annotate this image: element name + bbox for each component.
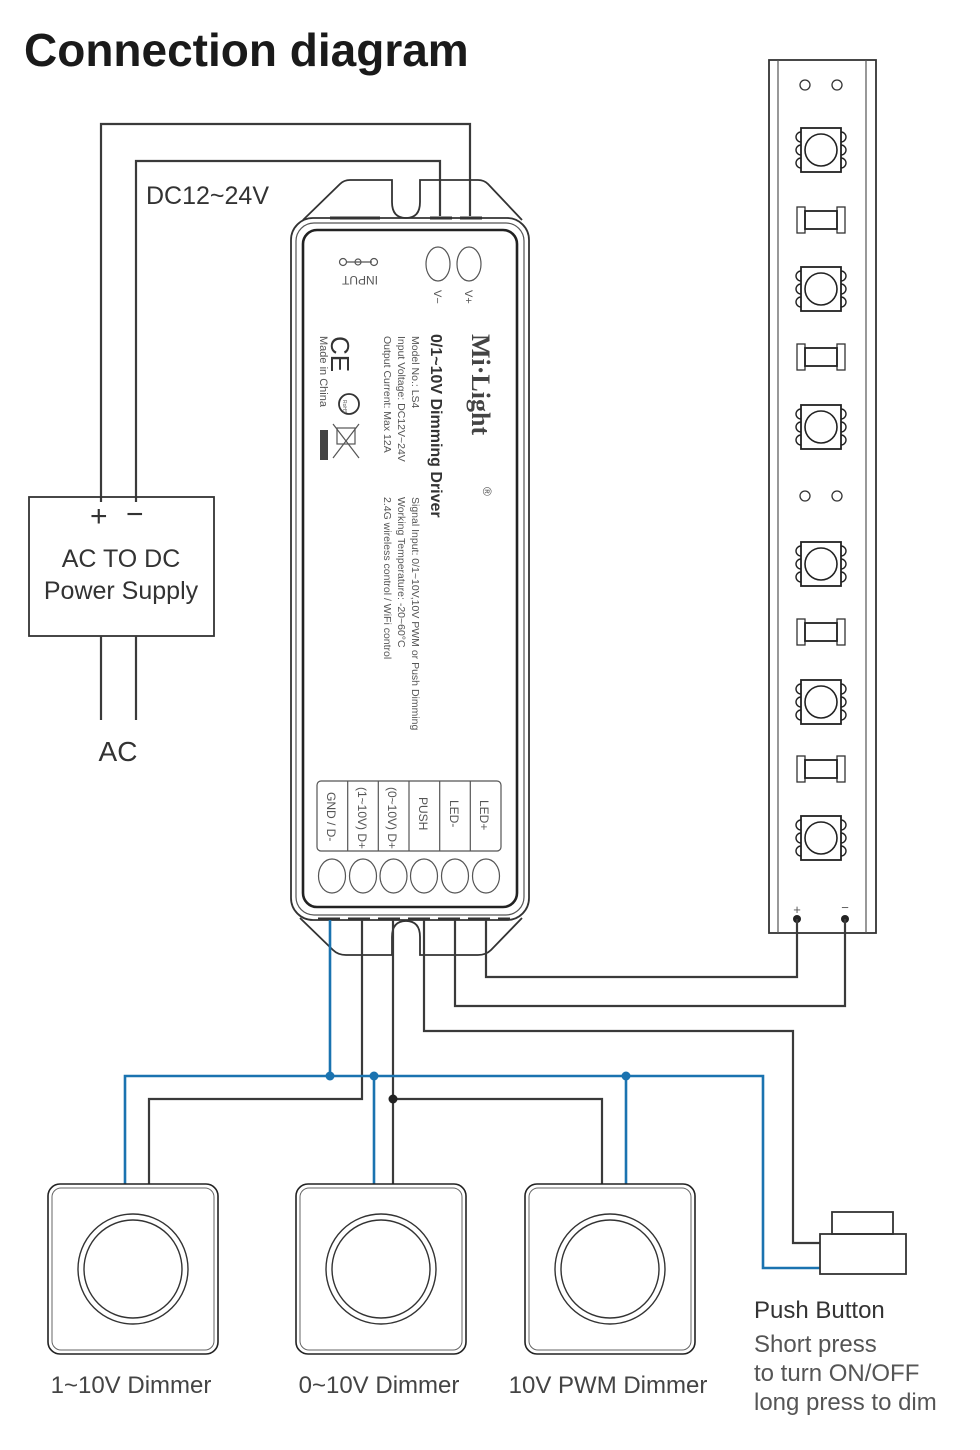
smd-led-icon <box>795 679 847 725</box>
push-button-desc-2: to turn ON/OFF <box>754 1360 919 1387</box>
terminal-label-led-minus: LED- <box>447 800 461 827</box>
smd-led-icon <box>795 815 847 861</box>
ps-minus-label: − <box>126 498 144 531</box>
terminal-label-gnd: GND / D- <box>324 792 338 841</box>
driver-label: INPUT V− V+ Mi·Light ® 0/1~10V Dimming D… <box>317 273 495 731</box>
solder-hole <box>799 79 811 91</box>
terminal-1-10v <box>348 858 378 894</box>
input-label: INPUT <box>341 273 378 287</box>
power-supply-label-2: Power Supply <box>44 577 199 605</box>
page-title: Connection diagram <box>24 24 469 76</box>
smd-led-icon <box>795 541 847 587</box>
terminal-push <box>409 858 439 894</box>
brand-name: Mi·Light <box>466 334 495 435</box>
driver-unit <box>290 179 530 956</box>
spec-signal-input: Signal Input: 0/1~10V,10V PWM or Push Di… <box>409 497 421 731</box>
ac-wires <box>99 636 138 720</box>
dc-plus-wire <box>99 122 472 502</box>
power-supply: + − AC TO DC Power Supply <box>28 496 215 637</box>
spec-input-voltage: Input Voltage: DC12V~24V <box>395 336 407 462</box>
resistor-icon <box>796 343 846 371</box>
dimmer-label-0-10v: 0~10V Dimmer <box>299 1372 460 1399</box>
terminal-led-plus <box>471 858 501 894</box>
smd-led-icon <box>795 266 847 312</box>
led-strip <box>768 59 877 934</box>
terminal-v-plus-label: V+ <box>462 290 474 304</box>
made-in-label: Made in China <box>317 336 329 408</box>
terminal-gnd <box>317 858 347 894</box>
terminal-0-10v <box>379 858 408 894</box>
resistor-icon <box>796 618 846 646</box>
power-supply-label-1: AC TO DC <box>62 545 181 573</box>
smd-led-icon <box>795 127 847 173</box>
terminal-label-led-plus: LED+ <box>477 800 491 830</box>
output-terminal-block: GND / D- (1~10V) D+ (0~10V) D+ PUSH LED-… <box>316 780 502 894</box>
smd-led-icon <box>795 404 847 450</box>
dimmer-panel <box>295 1183 467 1355</box>
ac-label: AC <box>99 736 138 767</box>
strip-plus-label: + <box>793 902 801 917</box>
terminal-v-minus-label: V− <box>431 290 443 304</box>
dimmer-knob-icon <box>325 1213 437 1325</box>
product-name: 0/1~10V Dimming Driver <box>427 334 444 518</box>
dimmer-panel <box>47 1183 219 1355</box>
dc-voltage-label: DC12~24V <box>146 182 269 210</box>
dimmers <box>47 1183 696 1355</box>
solder-hole <box>831 490 843 502</box>
spec-output-current: Output Current: Max 12A <box>381 336 393 453</box>
solder-hole <box>831 79 843 91</box>
svg-text:RoHS: RoHS <box>341 400 347 414</box>
terminal-v-plus <box>456 246 482 282</box>
spec-wireless: 2.4G wireless control / WiFi control <box>381 497 393 659</box>
spec-working-temp: Working Temperature: -20~60°C <box>395 497 407 648</box>
dimmer-label-pwm: 10V PWM Dimmer <box>509 1372 708 1399</box>
push-button-desc-1: Short press <box>754 1331 877 1358</box>
dimmer-panel <box>524 1183 696 1355</box>
output-wires <box>123 919 847 1270</box>
push-button-device <box>819 1211 907 1275</box>
terminal-v-minus <box>425 246 451 282</box>
strip-minus-label: − <box>841 900 849 915</box>
spec-model: Model No.: LS4 <box>409 336 421 409</box>
dc-minus-wire <box>134 159 442 502</box>
push-button-desc-3: long press to dim <box>754 1389 937 1416</box>
rohs-icon <box>338 393 360 415</box>
ce-mark-icon: CE <box>325 336 355 372</box>
terminal-label-1-10v: (1~10V) D+ <box>355 787 369 849</box>
terminal-label-0-10v: (0~10V) D+ <box>385 787 399 849</box>
weee-bin-icon <box>320 423 360 460</box>
dc-power-wires <box>99 122 472 502</box>
dimmer-label-1-10v: 1~10V Dimmer <box>51 1372 212 1399</box>
terminal-led-minus <box>440 858 470 894</box>
registered-mark: ® <box>480 487 494 496</box>
dimmer-knob-icon <box>554 1213 666 1325</box>
resistor-icon <box>796 206 846 234</box>
push-button-title: Push Button <box>754 1297 885 1324</box>
terminal-label-push: PUSH <box>416 797 430 830</box>
input-polarity-icon <box>338 257 379 267</box>
ps-plus-label: + <box>90 500 108 533</box>
dimmer-knob-icon <box>77 1213 189 1325</box>
solder-hole <box>799 490 811 502</box>
resistor-icon <box>796 755 846 783</box>
